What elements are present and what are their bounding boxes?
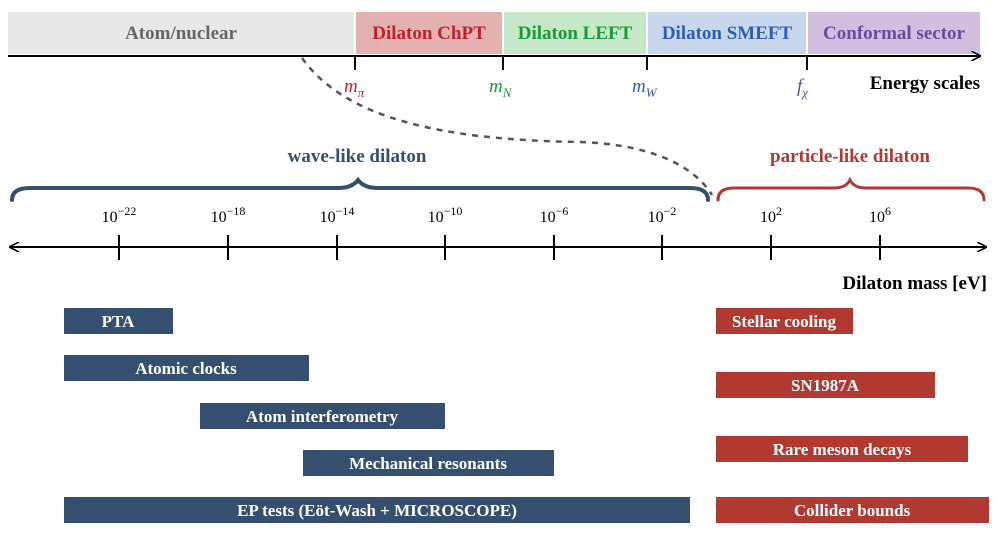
bound-bar-atomic-clocks — [64, 355, 309, 381]
region-chpt-bg — [356, 12, 502, 54]
tick-base: 10 — [869, 209, 885, 226]
tick-base: 10 — [648, 209, 664, 226]
tick-exponent: −18 — [227, 204, 246, 218]
scale-sub: N — [502, 85, 513, 100]
wave-like-label: wave-like dilaton — [288, 146, 427, 167]
particle-like-brace — [716, 176, 986, 202]
tick-exponent: −22 — [118, 204, 137, 218]
bound-label-sn1987a: SN1987A — [791, 376, 860, 395]
bound-label-stellar-cooling: Stellar cooling — [732, 312, 837, 331]
wave-bounds: PTA Atomic clocks Atom interferometry Me… — [64, 308, 690, 523]
mass-ticks — [118, 235, 881, 260]
region-conformal-label: Conformal sector — [823, 23, 965, 44]
mass-tick-label: 10−18 — [211, 204, 246, 226]
bound-label-collider-bounds: Collider bounds — [794, 501, 911, 520]
scale-sub: χ — [800, 85, 808, 100]
tick-exponent: 2 — [776, 204, 782, 218]
mass-tick-labels: 10−22 10−18 10−14 10−10 10−6 10−2 102 10… — [102, 204, 891, 226]
mass-tick-label: 10−14 — [320, 204, 355, 226]
bound-label-atom-interferometry: Atom interferometry — [246, 407, 399, 426]
mass-tick-label: 10−2 — [648, 204, 677, 226]
tick-base: 10 — [102, 209, 118, 226]
scale-sub: W — [646, 85, 658, 100]
particle-like-label: particle-like dilaton — [770, 146, 930, 167]
mass-tick-label: 102 — [760, 204, 782, 226]
tick-exponent: −2 — [664, 204, 677, 218]
particle-bounds: Stellar cooling SN1987A Rare meson decay… — [716, 308, 989, 523]
bound-bar-sn1987a — [716, 372, 935, 398]
wave-like-brace — [10, 176, 710, 202]
tick-base: 10 — [760, 209, 776, 226]
bound-bar-ep-tests — [64, 497, 690, 523]
scale-sub: π — [358, 85, 365, 100]
energy-axis-title: Energy scales — [870, 73, 980, 94]
dashed-connector — [300, 57, 714, 196]
region-chpt-label: Dilaton ChPT — [372, 23, 486, 44]
region-smeft-bg — [648, 12, 806, 54]
tick-exponent: −6 — [556, 204, 569, 218]
scale-main: m — [632, 76, 646, 97]
scale-main: m — [344, 76, 358, 97]
scale-main: m — [489, 76, 503, 97]
bound-bar-collider-bounds — [716, 497, 989, 523]
bound-bar-rare-meson-decays — [716, 436, 968, 462]
bound-label-mechanical-resonants: Mechanical resonants — [349, 454, 507, 473]
region-atom-nuclear-bg — [8, 12, 354, 54]
mass-tick-label: 10−22 — [102, 204, 137, 226]
tick-base: 10 — [320, 209, 336, 226]
mass-tick-label: 10−6 — [540, 204, 569, 226]
region-left-bg — [504, 12, 646, 54]
tick-exponent: −14 — [336, 204, 355, 218]
tick-exponent: 6 — [885, 204, 891, 218]
bound-label-rare-meson-decays: Rare meson decays — [773, 440, 912, 459]
tick-base: 10 — [428, 209, 444, 226]
bound-label-atomic-clocks: Atomic clocks — [135, 359, 237, 378]
scale-main: f — [797, 76, 805, 97]
region-atom-nuclear-label: Atom/nuclear — [125, 23, 237, 44]
bound-bar-stellar-cooling — [716, 308, 853, 334]
scale-label-mn: mN — [489, 76, 513, 100]
energy-regions: Atom/nuclear Dilaton ChPT Dilaton LEFT D… — [8, 12, 980, 54]
bound-label-pta: PTA — [102, 312, 135, 331]
tick-base: 10 — [211, 209, 227, 226]
scale-label-mw: mW — [632, 76, 658, 100]
mass-axis-title: Dilaton mass [eV] — [842, 273, 987, 294]
mass-tick-label: 106 — [869, 204, 891, 226]
scale-label-fchi: fχ — [797, 76, 808, 100]
tick-exponent: −10 — [444, 204, 463, 218]
region-conformal-bg — [808, 12, 980, 54]
scale-label-mpi: mπ — [344, 76, 365, 100]
tick-base: 10 — [540, 209, 556, 226]
bound-bar-mechanical-resonants — [303, 450, 554, 476]
mass-tick-label: 10−10 — [428, 204, 463, 226]
bound-bar-atom-interferometry — [200, 403, 445, 429]
region-smeft-label: Dilaton SMEFT — [662, 23, 793, 44]
bound-bar-pta — [64, 308, 173, 334]
bound-label-ep-tests: EP tests (Eöt-Wash + MICROSCOPE) — [237, 501, 517, 520]
region-left-label: Dilaton LEFT — [518, 23, 633, 44]
